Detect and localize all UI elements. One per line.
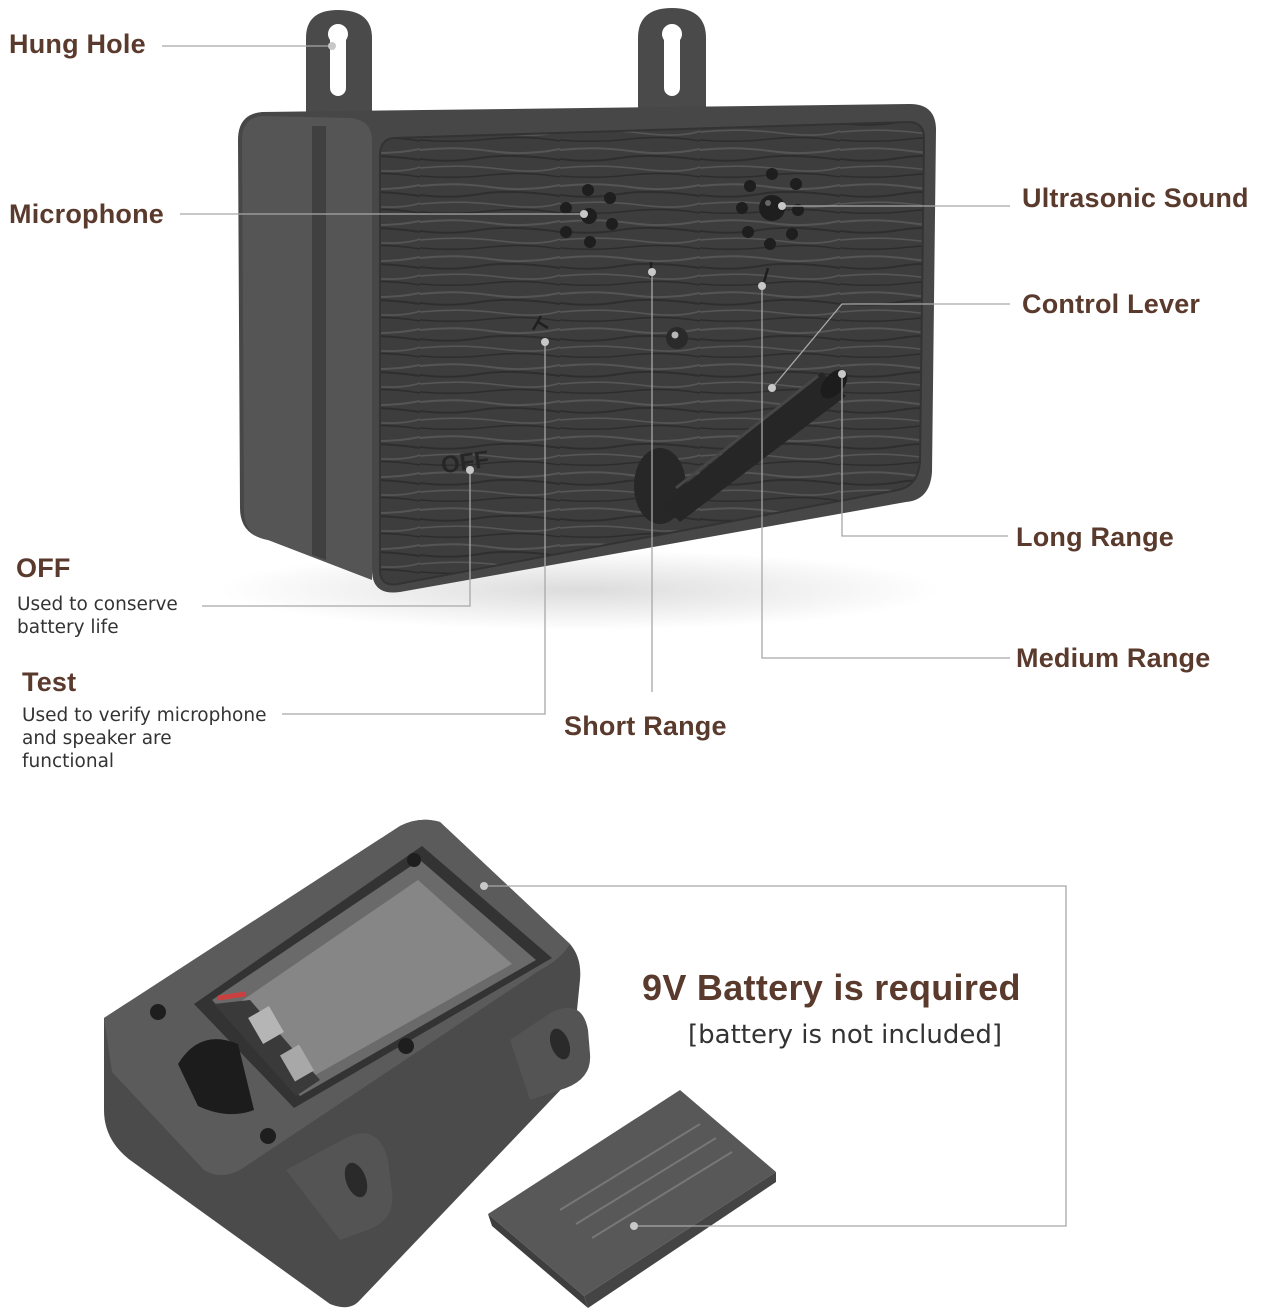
microphone-label: Microphone [9,199,164,229]
battery-not-included-note: [battery is not included] [688,1020,1003,1050]
leader-long-range [841,374,1008,537]
battery-wire-icon [217,991,247,1001]
medium-range-mark-icon [762,267,770,283]
cover-text-icon [559,1123,733,1239]
keyhole-icon [328,24,348,96]
screw-hole-icon [398,1038,414,1054]
test-mark-icon [531,315,549,331]
leader-off [202,470,471,607]
screw-hole-icon [407,853,421,867]
speaker-dome-icon [178,1039,254,1115]
screw-hole-icon [150,1004,166,1020]
medium-range-label: Medium Range [1016,643,1211,673]
off-description: Used to conserve battery life [17,594,178,638]
control-lever-label: Control Lever [1022,289,1201,319]
screw-hole-icon [260,1128,276,1144]
hung-hole-label: Hung Hole [9,29,146,59]
battery-leader-lines [484,885,1067,1227]
leader-test [282,342,546,715]
leader-dot [630,1222,638,1230]
hung-hole-tab-left [306,10,372,115]
speaker-icon [736,168,804,250]
leader-dot [480,882,488,890]
battery-connector-icon [248,1006,284,1044]
long-range-label: Long Range [1016,522,1174,552]
control-lever-icon [634,369,848,524]
test-label: Test [22,667,77,697]
leader-dots [328,42,846,474]
leader-lines [162,45,1010,715]
off-mark: OFF [439,446,490,479]
battery-required-title: 9V Battery is required [642,967,1021,1008]
off-label: OFF [16,553,71,583]
test-button-icon [666,327,688,349]
ultrasonic-sound-label: Ultrasonic Sound [1022,183,1249,213]
short-range-label: Short Range [564,711,727,741]
leader-control-lever [771,303,1010,389]
test-description: Used to verify microphone and speaker ar… [22,705,267,772]
keyhole-icon [662,23,682,97]
hung-hole-tab-right [638,8,706,115]
open-device-illustration [104,819,591,1308]
leader-medium-range [761,286,1010,659]
battery-cover [488,1090,776,1308]
